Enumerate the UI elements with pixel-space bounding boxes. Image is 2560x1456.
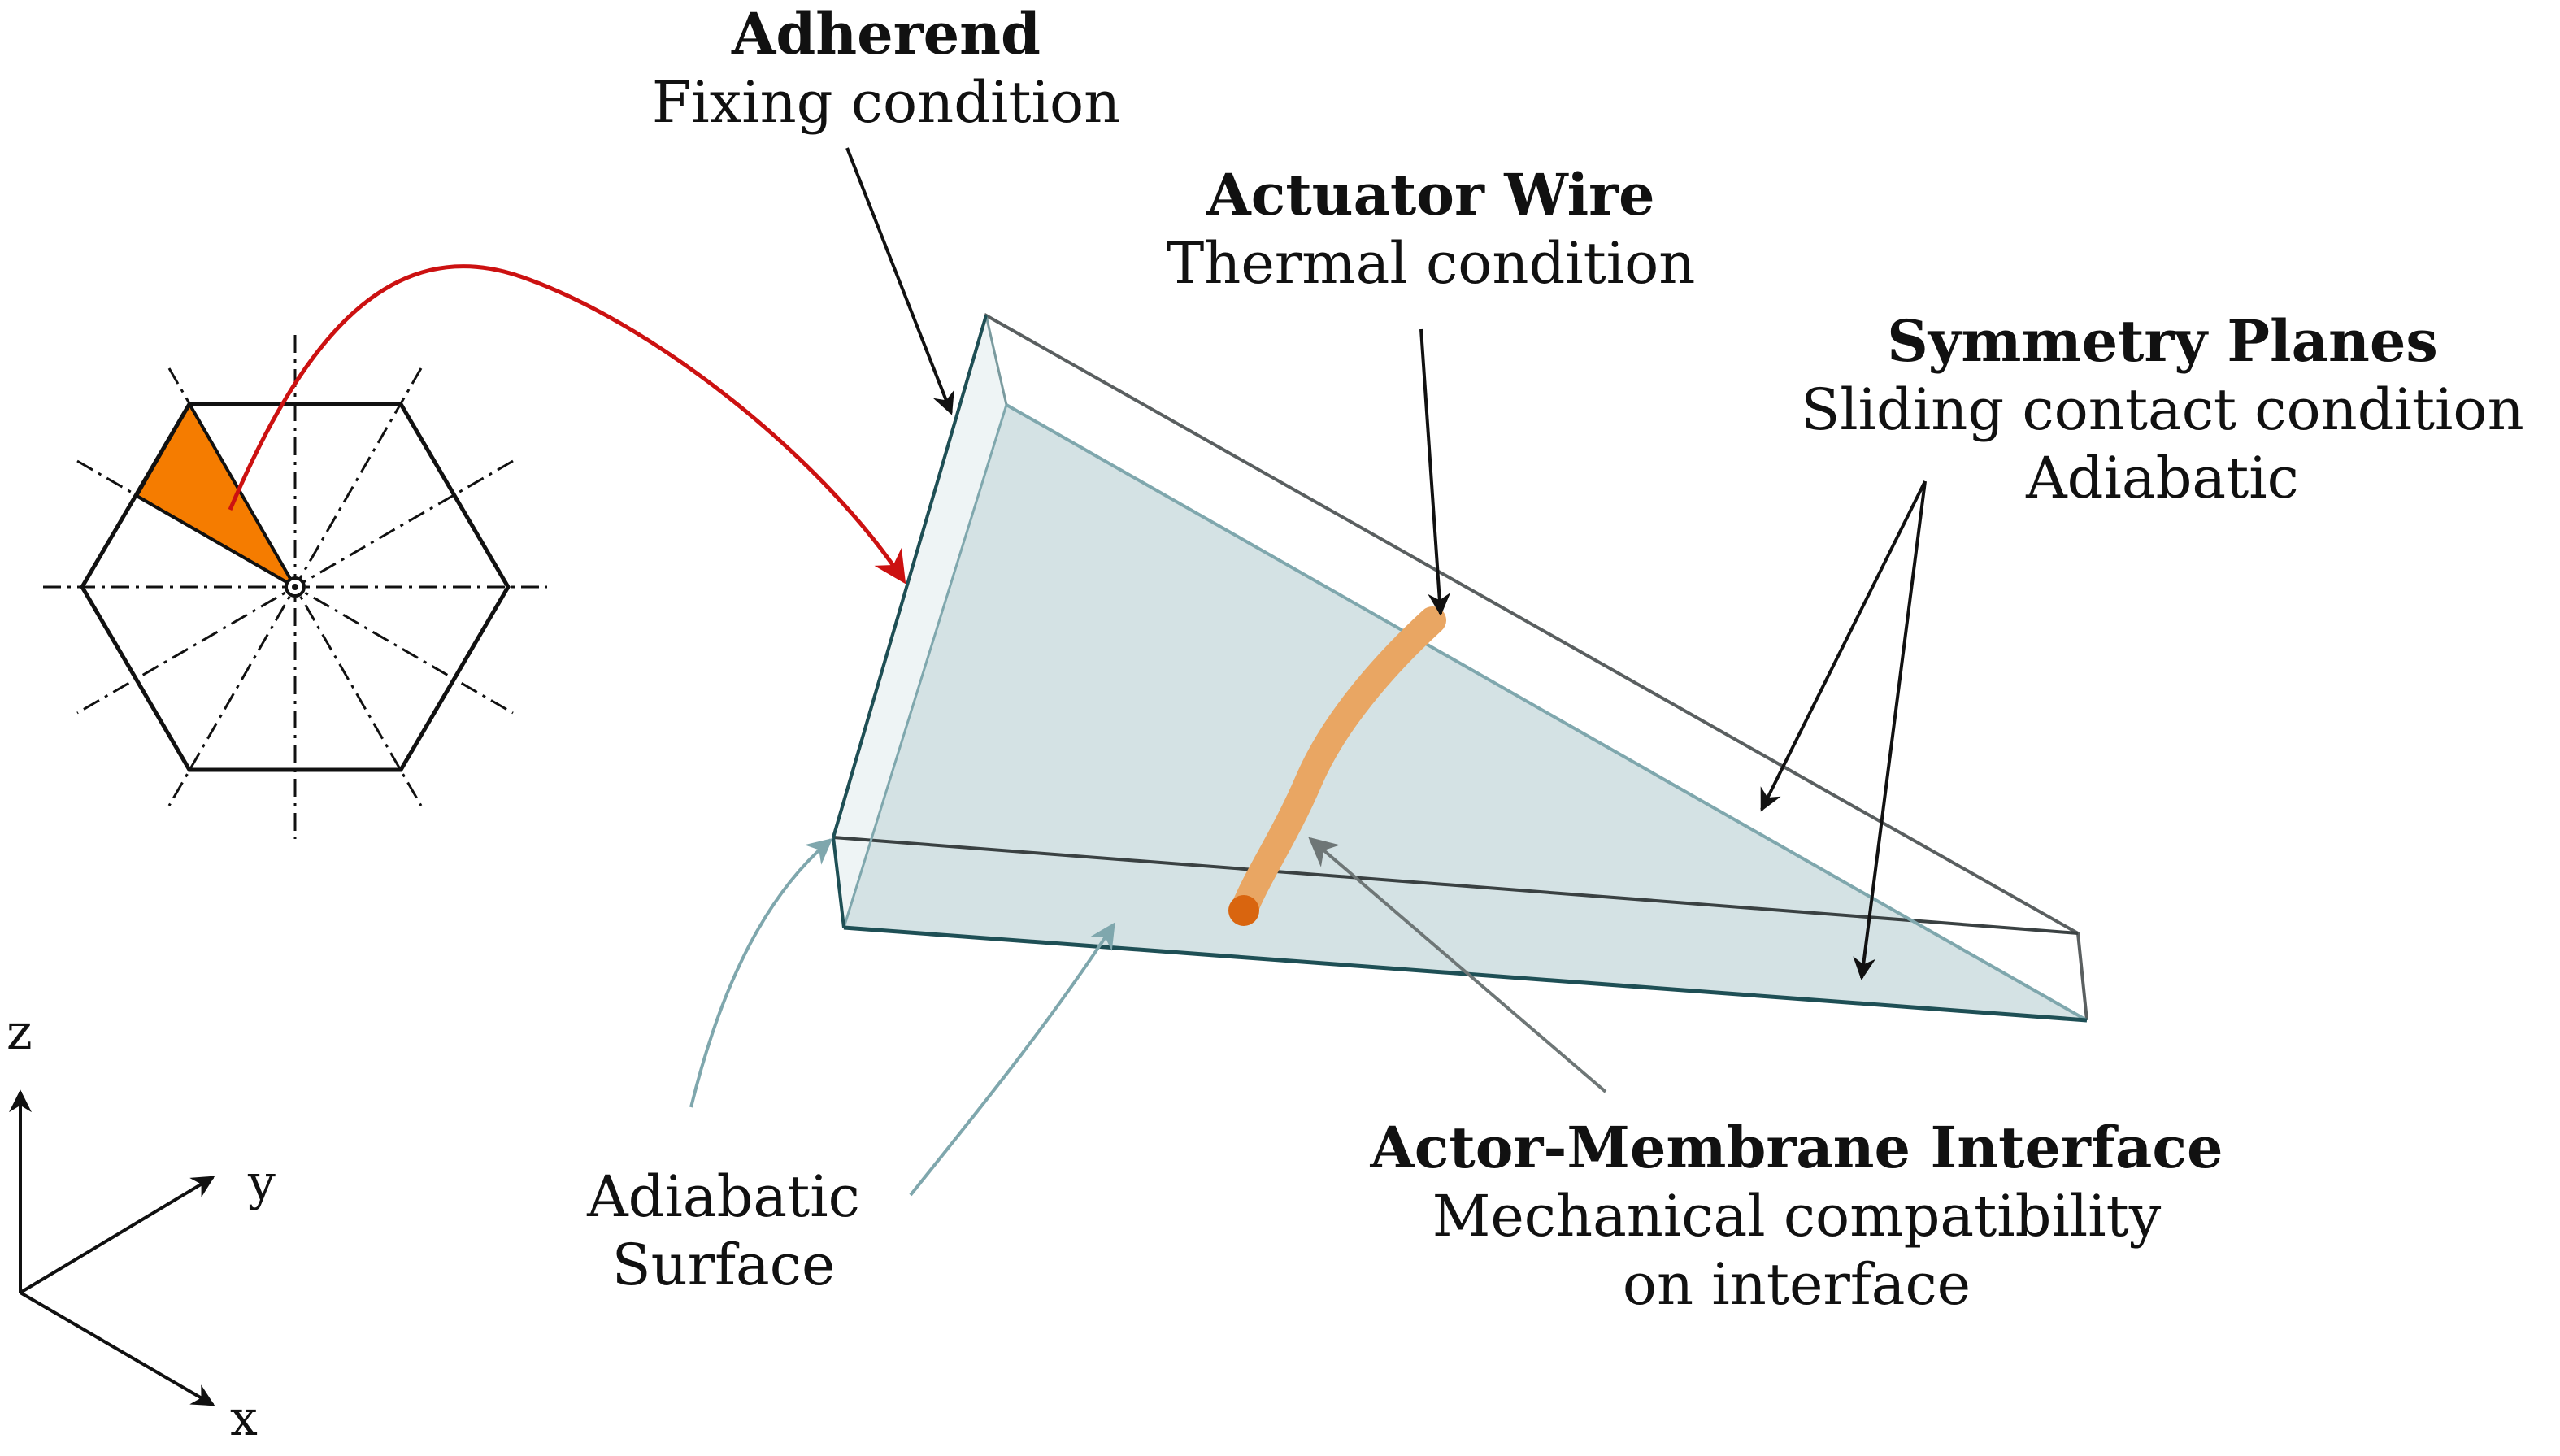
interface-arrow <box>1308 837 1607 1093</box>
interface-condition-1: Mechanical compatibility <box>1432 1183 2162 1250</box>
symmetry-condition-1: Sliding contact condition <box>1801 376 2524 443</box>
actuator-arrow <box>1419 328 1451 616</box>
adiabatic-line-2: Surface <box>611 1232 836 1298</box>
coordinate-axes <box>8 1089 215 1406</box>
mapping-arrow <box>228 264 906 585</box>
actuator-label: Actuator Wire Thermal condition <box>1114 161 1748 298</box>
symmetry-title: Symmetry Planes <box>1887 307 2438 375</box>
symmetry-arrow-upper <box>1760 480 1927 812</box>
x-axis <box>19 1291 215 1406</box>
hexagon-cross-section <box>43 335 547 839</box>
adherend-arrow <box>845 147 954 415</box>
membrane-side-face <box>833 315 1006 928</box>
y-axis-label: y <box>248 1154 276 1211</box>
actuator-wire-end <box>1228 895 1259 926</box>
adiabatic-arrows <box>689 837 1115 1197</box>
membrane-segment <box>832 313 2088 1023</box>
adiabatic-surface-label: Adiabatic Surface <box>561 1163 886 1299</box>
adiabatic-line-1: Adiabatic <box>587 1163 860 1230</box>
interface-title: Actor-Membrane Interface <box>1370 1114 2223 1181</box>
adiabatic-arrow-right <box>909 922 1115 1197</box>
membrane-front-edge <box>843 925 2088 1023</box>
adherend-condition: Fixing condition <box>651 69 1121 136</box>
interface-condition-2: on interface <box>1622 1251 1971 1318</box>
adiabatic-arrow-left <box>689 837 833 1108</box>
symmetry-arrow-lower <box>1853 480 1927 980</box>
actuator-title: Actuator Wire <box>1206 161 1655 228</box>
membrane-bottom-face <box>844 405 2087 1020</box>
adherend-label: Adherend Fixing condition <box>618 0 1154 137</box>
hexagon-outline <box>80 402 511 772</box>
adherend-title: Adherend <box>732 0 1041 67</box>
interface-label: Actor-Membrane Interface Mechanical comp… <box>1366 1114 2228 1319</box>
x-axis-label: x <box>230 1390 258 1447</box>
y-axis <box>19 1176 215 1294</box>
highlighted-sector <box>134 400 300 592</box>
actuator-condition: Thermal condition <box>1166 230 1696 297</box>
actuator-wire <box>1228 606 1446 926</box>
z-axis-label: z <box>7 1004 33 1061</box>
annotation-arrows <box>845 147 1927 980</box>
symmetry-label: Symmetry Planes Sliding contact conditio… <box>1772 307 2553 512</box>
symmetry-condition-2: Adiabatic <box>2026 445 2299 511</box>
